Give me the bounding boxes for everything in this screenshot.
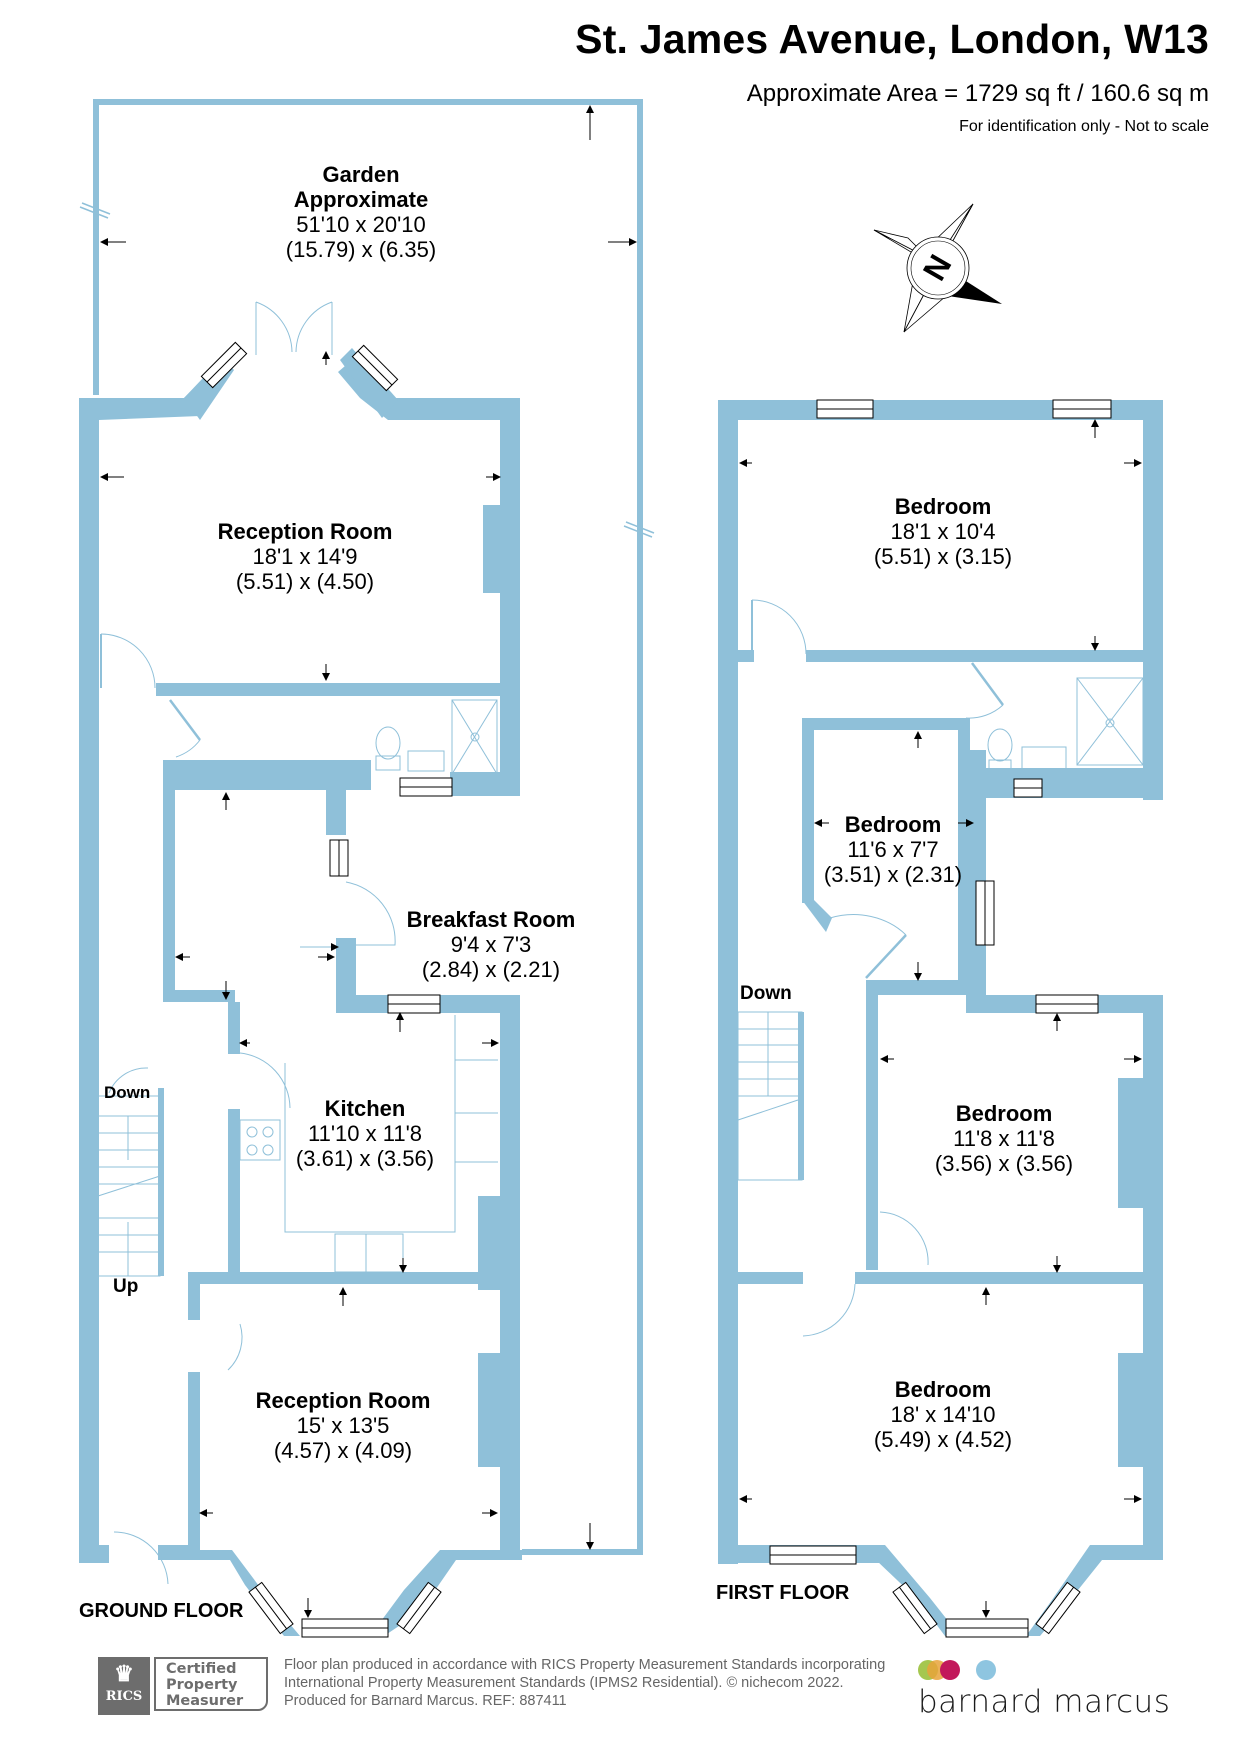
room-name: Kitchen: [324, 1096, 406, 1121]
dimension-arrows: [100, 105, 1142, 1618]
footer-line-3: Produced for Barnard Marcus. REF: 887411: [284, 1693, 567, 1709]
footer-line-1: Floor plan produced in accordance with R…: [284, 1657, 886, 1673]
first-floor-label: FIRST FLOOR: [716, 1582, 850, 1604]
room-imperial: 18'1 x 10'4: [890, 519, 996, 544]
room-reception-rear: Reception Room 18'1 x 14'9 (5.51) x (4.5…: [218, 519, 393, 594]
ground-floor-label: GROUND FLOOR: [79, 1600, 244, 1622]
room-imperial: 18'1 x 14'9: [252, 544, 358, 569]
room-metric: (4.57) x (4.09): [273, 1438, 413, 1463]
rics-logo: ♛ RICS: [98, 1657, 150, 1715]
room-metric: (3.51) x (2.31): [823, 862, 963, 887]
room-name: Garden: [322, 162, 400, 187]
room-imperial: 15' x 13'5: [296, 1413, 390, 1438]
room-metric: (5.49) x (4.52): [873, 1427, 1013, 1452]
room-garden: Garden Approximate 51'10 x 20'10 (15.79)…: [286, 162, 436, 262]
approximate-area: Approximate Area = 1729 sq ft / 160.6 sq…: [746, 80, 1209, 107]
room-name: Reception Room: [217, 519, 393, 544]
footer-line-2: International Property Measurement Stand…: [284, 1675, 844, 1691]
brand-name: barnard marcus: [918, 1684, 1171, 1720]
room-reception-front: Reception Room 15' x 13'5 (4.57) x (4.09…: [256, 1388, 431, 1463]
room-name: Bedroom: [894, 1377, 992, 1402]
room-imperial: 11'8 x 11'8: [953, 1126, 1055, 1151]
first-floor-windows: [769, 399, 1112, 1638]
disclaimer: For identification only - Not to scale: [959, 118, 1209, 135]
room-bedroom-rear: Bedroom 18'1 x 10'4 (5.51) x (3.15): [874, 494, 1012, 569]
room-name: Reception Room: [255, 1388, 431, 1413]
stairs-up-label: Up: [113, 1276, 139, 1297]
room-metric: (2.84) x (2.21): [421, 957, 561, 982]
garden-boundary: [93, 99, 643, 1555]
certified-property-measurer: Certified Property Measurer: [154, 1657, 268, 1711]
room-metric: (15.79) x (6.35): [285, 237, 437, 262]
room-kitchen: Kitchen 11'10 x 11'8 (3.61) x (3.56): [296, 1096, 434, 1171]
room-name: Bedroom: [955, 1101, 1053, 1126]
room-name-2: Approximate: [293, 187, 429, 212]
room-name: Bedroom: [844, 812, 942, 837]
room-metric: (5.51) x (4.50): [235, 569, 375, 594]
room-name: Breakfast Room: [406, 907, 576, 932]
stairs-down-label: Down: [104, 1083, 151, 1102]
room-metric: (3.56) x (3.56): [934, 1151, 1074, 1176]
first-floor-doors-fixtures: [737, 599, 1144, 1337]
footer-notice: Floor plan produced in accordance with R…: [284, 1656, 885, 1710]
room-breakfast: Breakfast Room 9'4 x 7'3 (2.84) x (2.21): [407, 907, 576, 982]
room-bedroom-middle: Bedroom 11'8 x 11'8 (3.56) x (3.56): [935, 1101, 1073, 1176]
room-metric: (3.61) x (3.56): [295, 1146, 435, 1171]
room-imperial: 9'4 x 7'3: [450, 932, 532, 957]
ground-floor-windows: [200, 341, 453, 1638]
compass-north-icon: N: [873, 203, 1002, 333]
room-name: Bedroom: [894, 494, 992, 519]
room-imperial: 11'10 x 11'8: [307, 1121, 423, 1146]
barnard-marcus-logo: barnard marcus: [918, 1660, 1170, 1720]
rics-lion-icon: ♛: [114, 1661, 134, 1687]
stairs-down-label-first: Down: [740, 983, 792, 1004]
rics-badge: ♛ RICS Certified Property Measurer: [98, 1657, 274, 1715]
room-bedroom-small: Bedroom 11'6 x 7'7 (3.51) x (2.31): [824, 812, 962, 887]
room-imperial: 51'10 x 20'10: [296, 212, 426, 237]
room-metric: (5.51) x (3.15): [873, 544, 1013, 569]
ground-floor-doors: [100, 301, 396, 1585]
page-title: St. James Avenue, London, W13: [575, 16, 1209, 62]
room-bedroom-front: Bedroom 18' x 14'10 (5.49) x (4.52): [874, 1377, 1012, 1452]
room-imperial: 11'6 x 7'7: [847, 837, 939, 862]
room-imperial: 18' x 14'10: [890, 1402, 996, 1427]
brand-dots-icon: [918, 1660, 1008, 1682]
